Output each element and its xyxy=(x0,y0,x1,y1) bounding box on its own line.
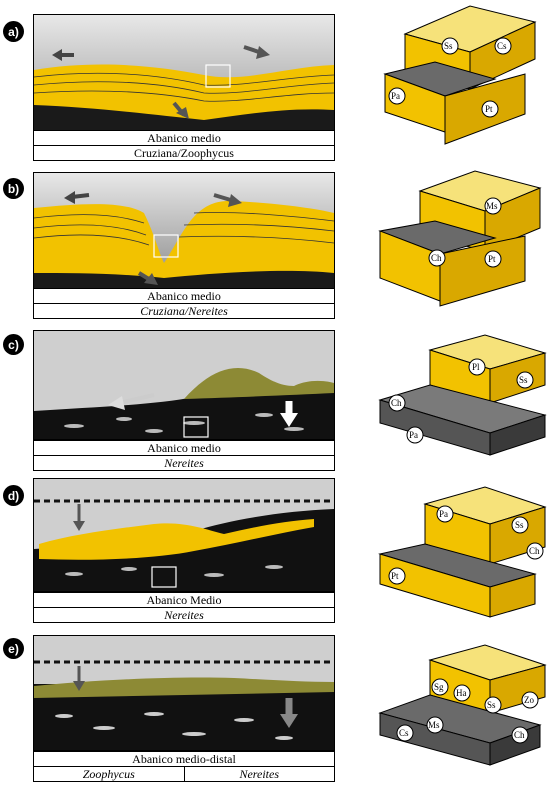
panel-d: d) Abanico Medio Nereites xyxy=(0,475,559,630)
environment-label: Abanico medio-distal xyxy=(33,751,335,767)
ichnofacies-label: Nereites xyxy=(33,455,335,471)
panel-letter: d) xyxy=(3,485,24,506)
trace-tag: Ss xyxy=(487,700,496,710)
ichnofacies-label: Cruziana/Nereites xyxy=(33,303,335,319)
ichnofacies-split: Zoophycus Nereites xyxy=(33,766,335,782)
trace-tag: Pt xyxy=(488,254,496,264)
block-diagram: Pa Ss Ch Pt xyxy=(375,479,555,624)
ichnofacies-label: Nereites xyxy=(33,607,335,623)
trace-tag: Cs xyxy=(399,728,409,738)
block-diagram: Sg Ha Ss Zo Ms Cs Ch xyxy=(375,635,555,780)
trace-tag: Ms xyxy=(428,720,440,730)
trace-tag: Ch xyxy=(529,546,540,556)
panel-letter: e) xyxy=(3,638,24,659)
trace-tag: Pa xyxy=(391,91,400,101)
environment-label: Abanico medio xyxy=(33,288,335,304)
panel-b: b) Abanico medio Cruziana/Nereites Ms xyxy=(0,160,559,320)
environment-label: Abanico medio xyxy=(33,440,335,456)
ichnofacies-label-right: Nereites xyxy=(239,767,280,781)
panel-letter: b) xyxy=(3,178,24,199)
trace-tag: Zo xyxy=(524,695,534,705)
panel-letter: c) xyxy=(3,334,24,355)
panel-a: a) Abanico medio Cruziana/Zoophycus xyxy=(0,0,559,161)
ichnofacies-label-left: Zoophycus xyxy=(34,767,185,781)
block-diagram: Ms Ch Pt xyxy=(375,166,555,316)
cross-section xyxy=(33,172,335,290)
trace-tag: Pa xyxy=(409,430,418,440)
block-diagram: Ss Cs Pa Pt xyxy=(375,4,555,154)
trace-tag: Pt xyxy=(485,104,493,114)
trace-tag: Ss xyxy=(444,41,453,51)
cross-section xyxy=(33,478,335,592)
panel-e: e) Abanico medio-distal Zoophycus Nereit… xyxy=(0,630,559,782)
trace-tag: Ms xyxy=(486,201,498,211)
trace-tag: Ss xyxy=(515,520,524,530)
environment-label: Abanico medio xyxy=(33,130,335,146)
trace-tag: Ch xyxy=(514,730,525,740)
panel-c: c) Abanico medio Nereites xyxy=(0,320,559,475)
ichnofacies-label: Cruziana/Zoophycus xyxy=(33,145,335,161)
cross-section xyxy=(33,14,335,132)
trace-tag: Ch xyxy=(391,398,402,408)
trace-tag: Ch xyxy=(431,253,442,263)
trace-tag: Sg xyxy=(434,682,444,692)
block-diagram: Pl Ss Ch Pa xyxy=(375,325,555,470)
trace-tag: Cs xyxy=(497,41,507,51)
cross-section xyxy=(33,635,335,751)
environment-label: Abanico Medio xyxy=(33,592,335,608)
trace-tag: Ss xyxy=(519,375,528,385)
cross-section xyxy=(33,330,335,440)
trace-tag: Pa xyxy=(439,509,448,519)
trace-tag: Pt xyxy=(391,571,399,581)
trace-tag: Pl xyxy=(472,362,480,372)
trace-tag: Ha xyxy=(456,688,467,698)
panel-letter: a) xyxy=(3,21,24,42)
